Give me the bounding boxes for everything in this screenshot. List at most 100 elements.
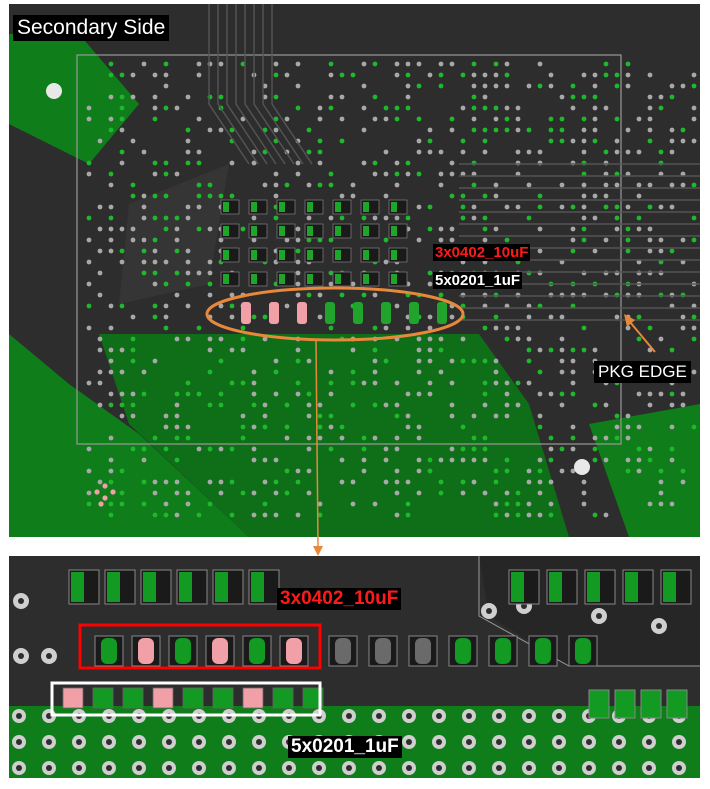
via [515, 116, 521, 122]
via [174, 105, 180, 111]
via [658, 468, 664, 474]
via [548, 435, 554, 441]
via [185, 281, 191, 287]
via [394, 171, 400, 177]
via [152, 303, 158, 309]
via [383, 457, 389, 463]
via-hole [316, 713, 322, 719]
via-hole [226, 765, 232, 771]
via [537, 413, 543, 419]
capacitor-terminal [251, 250, 257, 260]
via [581, 490, 587, 496]
via [372, 94, 378, 100]
via [383, 149, 389, 155]
via [515, 204, 521, 210]
via [383, 358, 389, 364]
via-highlighted [110, 489, 116, 495]
via [526, 347, 532, 353]
via [163, 512, 169, 518]
via [691, 303, 697, 309]
via [416, 457, 422, 463]
via [581, 325, 587, 331]
decap-0201 [212, 687, 234, 709]
via [504, 83, 510, 89]
via [218, 127, 224, 133]
via [97, 248, 103, 254]
via [350, 193, 356, 199]
via [438, 61, 444, 67]
via [669, 138, 675, 144]
via [185, 501, 191, 507]
via [504, 402, 510, 408]
via [306, 490, 312, 496]
capacitor-terminal [143, 572, 156, 602]
via [592, 248, 598, 254]
via [537, 490, 543, 496]
via [416, 237, 422, 243]
via [625, 61, 631, 67]
via [460, 336, 466, 342]
via [174, 391, 180, 397]
via [471, 479, 477, 485]
via [163, 303, 169, 309]
via [185, 391, 191, 397]
via-hole [586, 739, 592, 745]
via [130, 193, 136, 199]
via [108, 237, 114, 243]
via [86, 237, 92, 243]
via [328, 424, 334, 430]
via [339, 72, 345, 78]
via [207, 369, 213, 375]
via [86, 215, 92, 221]
via [482, 457, 488, 463]
via [603, 171, 609, 177]
via [625, 413, 631, 419]
capacitor-terminal [212, 638, 228, 664]
via [108, 127, 114, 133]
via [174, 336, 180, 342]
via [196, 116, 202, 122]
via [185, 336, 191, 342]
via [185, 248, 191, 254]
via [416, 204, 422, 210]
via [559, 391, 565, 397]
via [174, 237, 180, 243]
via [372, 380, 378, 386]
via [229, 380, 235, 386]
via [647, 226, 653, 232]
via [515, 380, 521, 386]
via [383, 193, 389, 199]
via [229, 314, 235, 320]
capacitor-terminal [179, 572, 192, 602]
via [614, 204, 620, 210]
via [493, 479, 499, 485]
decap-0201 [242, 687, 264, 709]
via [438, 72, 444, 78]
via [218, 336, 224, 342]
decap-0201 [182, 687, 204, 709]
via [339, 457, 345, 463]
via [372, 215, 378, 221]
via [207, 226, 213, 232]
via [570, 347, 576, 353]
via-hole [226, 739, 232, 745]
via [317, 160, 323, 166]
via [119, 413, 125, 419]
via [108, 204, 114, 210]
via [482, 325, 488, 331]
via [317, 116, 323, 122]
via [152, 490, 158, 496]
via [493, 182, 499, 188]
via [504, 380, 510, 386]
via [548, 127, 554, 133]
callout-arrowhead [313, 546, 323, 556]
via [603, 182, 609, 188]
via [537, 61, 543, 67]
via [372, 358, 378, 364]
via [339, 116, 345, 122]
via [207, 292, 213, 298]
via [130, 94, 136, 100]
via [537, 369, 543, 375]
via [559, 446, 565, 452]
via [218, 446, 224, 452]
